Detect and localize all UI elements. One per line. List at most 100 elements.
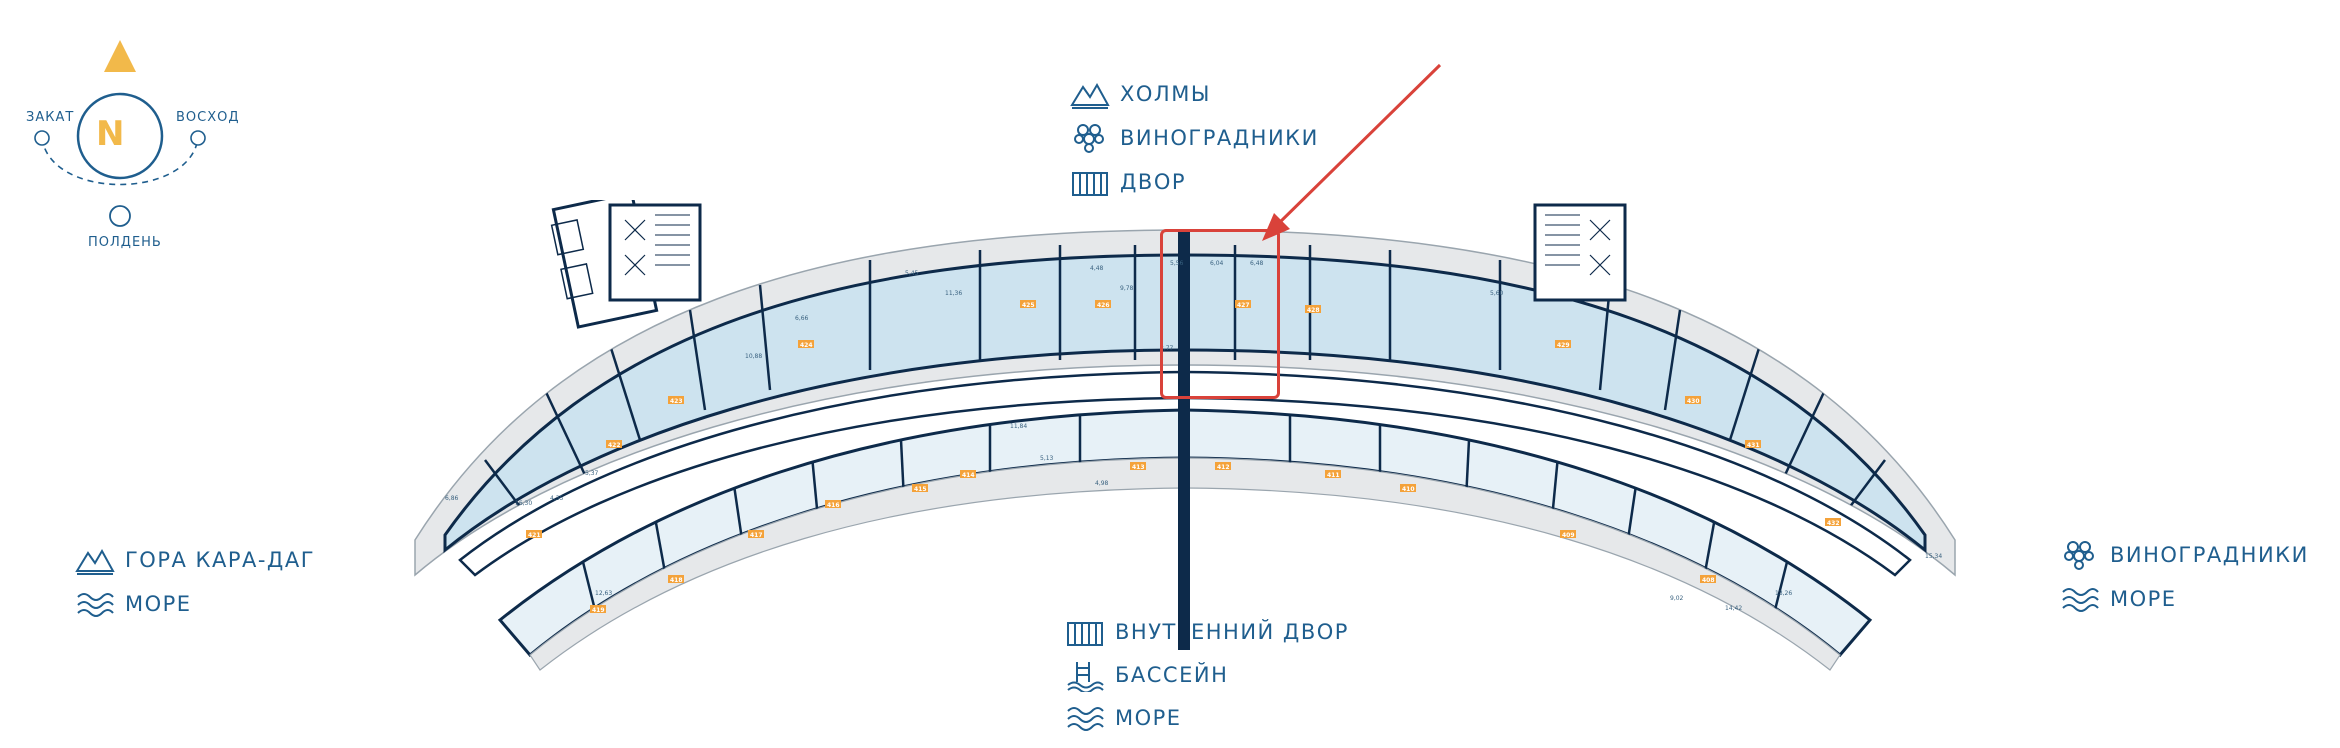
room-area: 6,86 [445,495,459,502]
legend-row-inner-courtyard: ВНУТРЕННИЙ ДВОР [1065,613,1349,651]
legend-label: БАССЕЙН [1115,663,1229,687]
room-area-labels: 6,86 16,30 4,35 5,37 10,88 6,66 5,45 11,… [445,260,1942,612]
west-marker [34,130,50,146]
room-area: 14,42 [1725,605,1742,612]
apartment-badges-outer: 421 422 423 424 425 426 427 428 429 430 … [526,300,1841,539]
compass: N ЗАКАТ ВОСХОД ПОЛДЕНЬ [20,30,240,260]
legend-label: ГОРА КАРА-ДАГ [125,548,316,572]
apartment-number: 431 [1747,442,1760,449]
compass-graphic [34,40,206,227]
apartment-number: 414 [962,472,975,479]
apartment-number: 423 [670,398,683,405]
apartment-number: 430 [1687,398,1700,405]
apartment-number: 408 [1702,577,1715,584]
south-marker [109,205,131,227]
grapes-icon [2060,538,2100,572]
legend-row-vineyards: ВИНОГРАДНИКИ [1070,119,1319,157]
apartment-number: 424 [800,342,813,349]
corridor [458,370,1912,577]
stair-core-center-left [608,203,702,302]
room-area: 3,77 [1160,345,1174,352]
room-area: 12,63 [595,590,612,597]
legend-label: МОРЕ [2110,587,2177,611]
room-area: 5,60 [1490,290,1504,297]
apartment-number: 412 [1217,464,1230,471]
room-area: 6,66 [795,315,809,322]
room-area: 5,13 [1040,455,1054,462]
courtyard-icon [1070,165,1110,199]
compass-ring [76,92,164,180]
legend-label: МОРЕ [125,592,192,616]
legend-top: ХОЛМЫ ВИНОГРАДНИКИ ДВОР [1070,75,1319,201]
apartment-badges-inner: 419 418 417 416 415 414 413 412 411 410 … [590,462,1716,614]
room-area: 15,34 [1925,553,1942,560]
room-area: 13,26 [1775,590,1792,597]
apartment-number: 421 [528,532,541,539]
mountain-icon [75,543,115,577]
compass-east-label: ВОСХОД [176,110,240,125]
apartment-number: 410 [1402,486,1415,493]
legend-row-courtyard: ДВОР [1070,163,1319,201]
apartment-number: 411 [1327,472,1340,479]
courtyard-icon [1065,615,1105,649]
room-area: 11,36 [945,290,962,297]
outer-wing-units [443,253,1927,554]
apartment-number: 417 [750,532,763,539]
waves-icon [75,587,115,621]
north-arrow-icon [104,40,136,72]
legend-row-hills: ХОЛМЫ [1070,75,1319,113]
room-area: 11,84 [1010,423,1027,430]
legend-row-sea: МОРЕ [2060,580,2309,618]
room-area: 4,98 [1095,480,1109,487]
legend-bottom: ВНУТРЕННИЙ ДВОР БАССЕЙН МОРЕ [1065,613,1349,737]
apartment-number: 418 [670,577,683,584]
legend-label: ВИНОГРАДНИКИ [1120,126,1319,150]
legend-row-mountain: ГОРА КАРА-ДАГ [75,541,315,579]
apartment-number: 413 [1132,464,1145,471]
apartment-number: 419 [592,607,605,614]
compass-west-label: ЗАКАТ [26,110,75,125]
hills-icon [1070,77,1110,111]
room-area: 6,48 [1250,260,1264,267]
apartment-number: 409 [1562,532,1575,539]
east-marker [190,130,206,146]
grapes-icon [1070,121,1110,155]
legend-row-vineyards: ВИНОГРАДНИКИ [2060,536,2309,574]
room-area: 6,04 [1210,260,1224,267]
highlighted-unit-frame[interactable] [1160,229,1280,399]
room-area: 5,45 [905,270,919,277]
waves-icon [1065,701,1105,735]
room-area: 5,56 [1170,260,1184,267]
waves-icon [2060,582,2100,616]
room-area: 4,48 [1090,265,1104,272]
room-area: 9,02 [1670,595,1684,602]
central-structural-wall [1178,230,1190,650]
floor-plan: 421 422 423 424 425 426 427 428 429 430 … [414,200,1956,671]
legend-label: ХОЛМЫ [1120,82,1211,106]
sun-path-arc [41,137,199,186]
inner-terrace-band [529,457,1841,671]
apartment-number: 422 [608,442,621,449]
room-area: 10,88 [745,353,762,360]
apartment-number: 426 [1097,302,1110,309]
room-area: 5,37 [585,470,599,477]
apartment-number: 416 [827,502,840,509]
apartment-number: 432 [1827,520,1840,527]
legend-row-sea: МОРЕ [1065,699,1349,737]
legend-label: ВИНОГРАДНИКИ [2110,543,2309,567]
legend-row-pool: БАССЕЙН [1065,656,1349,694]
legend-right: ВИНОГРАДНИКИ МОРЕ [2060,536,2309,618]
apartment-number: 428 [1307,307,1320,314]
compass-south-label: ПОЛДЕНЬ [88,235,162,250]
legend-label: МОРЕ [1115,706,1182,730]
apartment-number: 425 [1022,302,1035,309]
room-area: 16,30 [515,500,532,507]
stair-core-center-right [1533,203,1627,302]
legend-label: ДВОР [1120,170,1187,194]
legend-left: ГОРА КАРА-ДАГ МОРЕ [75,541,315,623]
room-area: 4,35 [550,495,564,502]
apartment-number: 429 [1557,342,1570,349]
legend-row-sea: МОРЕ [75,585,315,623]
room-area: 9,78 [1120,285,1134,292]
apartment-number: 415 [914,486,927,493]
